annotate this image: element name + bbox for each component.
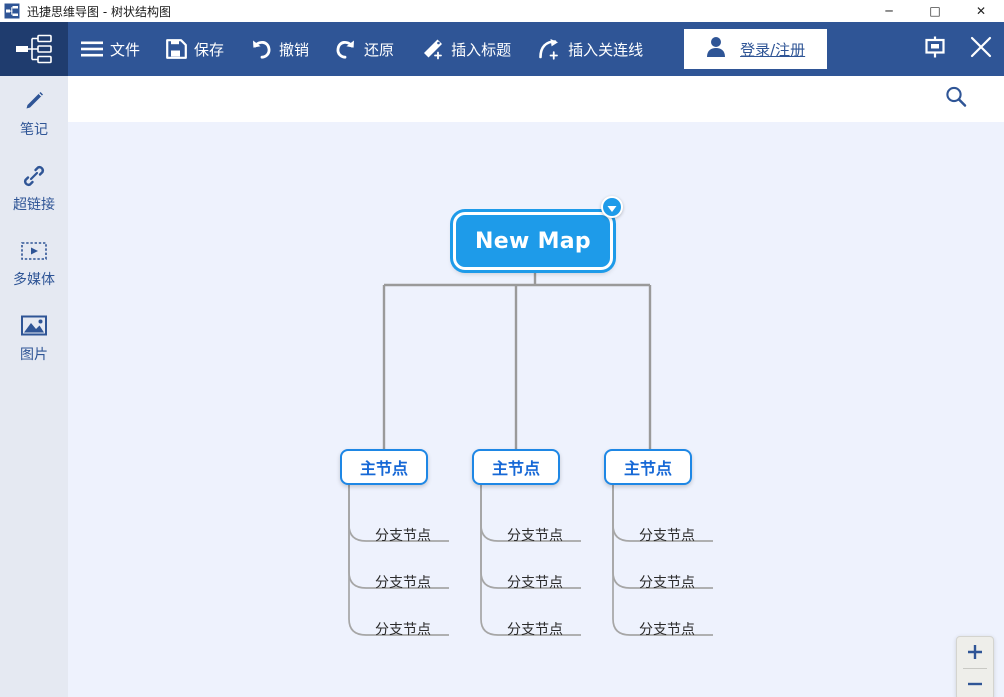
login-register-label: 登录/注册 xyxy=(740,40,806,59)
branch-node-1-2-label: 分支节点 xyxy=(375,575,431,591)
branch-node-1-3-label: 分支节点 xyxy=(375,622,431,638)
main-node-1-label: 主节点 xyxy=(359,459,408,478)
user-person-icon xyxy=(706,36,726,62)
minimize-button[interactable]: ─ xyxy=(885,4,893,18)
branch-node-3-1-label: 分支节点 xyxy=(639,528,695,544)
tag-plus-icon xyxy=(420,38,444,60)
insert-connector-label: 插入关连线 xyxy=(568,40,644,59)
floppy-save-icon xyxy=(166,39,187,59)
branch-node-2-3[interactable]: 分支节点 xyxy=(507,619,563,639)
branch-node-2-1[interactable]: 分支节点 xyxy=(507,525,563,545)
menu-file-label: 文件 xyxy=(110,40,141,59)
toolbar-right-actions xyxy=(912,22,1004,76)
branch-node-3-3[interactable]: 分支节点 xyxy=(639,619,695,639)
close-window-button[interactable]: ✕ xyxy=(975,4,987,18)
left-sidebar: 笔记 超链接 多媒体 xyxy=(0,76,68,697)
branch-node-2-3-label: 分支节点 xyxy=(507,622,563,638)
pen-note-icon xyxy=(22,89,46,113)
undo-label: 撤销 xyxy=(279,40,310,59)
undo-arrow-icon xyxy=(250,39,272,59)
branch-node-1-1[interactable]: 分支节点 xyxy=(375,525,431,545)
branch-node-2-2[interactable]: 分支节点 xyxy=(507,572,563,592)
picture-image-icon xyxy=(21,314,47,338)
insert-connector-button[interactable]: 插入关连线 xyxy=(524,22,656,76)
sub-toolbar xyxy=(68,76,1004,122)
hyperlink-chain-icon xyxy=(22,164,46,188)
close-app-button[interactable] xyxy=(958,22,1004,76)
title-bar: 迅捷思维导图 - 树状结构图 ─ □ ✕ xyxy=(0,0,1004,22)
redo-button[interactable]: 还原 xyxy=(322,22,407,76)
branch-node-2-1-label: 分支节点 xyxy=(507,528,563,544)
branch-node-3-2[interactable]: 分支节点 xyxy=(639,572,695,592)
connector-plus-icon xyxy=(537,38,561,60)
redo-label: 还原 xyxy=(364,40,395,59)
main-node-2[interactable]: 主节点 xyxy=(472,449,560,485)
search-magnifier-icon xyxy=(944,85,968,113)
login-register-button[interactable]: 登录/注册 xyxy=(684,29,828,69)
insert-title-button[interactable]: 插入标题 xyxy=(407,22,524,76)
save-label: 保存 xyxy=(194,40,225,59)
branch-node-1-3[interactable]: 分支节点 xyxy=(375,619,431,639)
main-node-1[interactable]: 主节点 xyxy=(340,449,428,485)
sidebar-item-hyperlink-label: 超链接 xyxy=(13,196,55,213)
sidebar-item-note[interactable]: 笔记 xyxy=(0,76,68,151)
zoom-out-button[interactable] xyxy=(957,669,993,697)
presentation-button[interactable] xyxy=(912,22,958,76)
root-collapse-toggle[interactable] xyxy=(601,196,623,218)
main-node-3[interactable]: 主节点 xyxy=(604,449,692,485)
sidebar-item-hyperlink[interactable]: 超链接 xyxy=(0,151,68,226)
branch-node-3-3-label: 分支节点 xyxy=(639,622,695,638)
presentation-icon xyxy=(923,35,947,63)
branch-node-3-1[interactable]: 分支节点 xyxy=(639,525,695,545)
branch-node-3-2-label: 分支节点 xyxy=(639,575,695,591)
window-controls: ─ □ ✕ xyxy=(866,0,1004,22)
undo-button[interactable]: 撤销 xyxy=(237,22,322,76)
branch-node-1-2[interactable]: 分支节点 xyxy=(375,572,431,592)
root-node[interactable]: New Map xyxy=(453,212,613,270)
maximize-button[interactable]: □ xyxy=(929,4,941,18)
branch-node-1-1-label: 分支节点 xyxy=(375,528,431,544)
insert-title-label: 插入标题 xyxy=(451,40,512,59)
close-x-icon xyxy=(970,36,992,62)
sidebar-item-media[interactable]: 多媒体 xyxy=(0,226,68,301)
zoom-in-button[interactable] xyxy=(957,637,993,668)
zoom-control xyxy=(956,636,994,697)
main-node-3-label: 主节点 xyxy=(623,459,672,478)
window-title: 迅捷思维导图 - 树状结构图 xyxy=(27,4,171,19)
minus-icon xyxy=(968,682,982,685)
menu-file-button[interactable]: 文件 xyxy=(68,22,153,76)
app-mindmap-icon xyxy=(4,3,20,19)
film-media-icon xyxy=(21,239,47,263)
sidebar-item-note-label: 笔记 xyxy=(20,121,48,138)
branch-node-2-2-label: 分支节点 xyxy=(507,575,563,591)
main-toolbar: 文件 保存 撤销 xyxy=(0,22,1004,76)
plus-icon xyxy=(968,645,982,660)
app-logo-icon xyxy=(0,22,68,76)
search-button[interactable] xyxy=(934,76,978,122)
sidebar-item-media-label: 多媒体 xyxy=(13,271,55,288)
sidebar-item-image-label: 图片 xyxy=(20,346,48,363)
connector-lines xyxy=(348,273,713,636)
zoom-separator xyxy=(963,667,987,669)
sidebar-item-image[interactable]: 图片 xyxy=(0,301,68,376)
redo-arrow-icon xyxy=(335,39,357,59)
main-node-2-label: 主节点 xyxy=(491,459,540,478)
root-node-label: New Map xyxy=(475,228,591,254)
mindmap-canvas[interactable]: New Map 主节点 主节点 主节点 分支节点 分支节点 分支节点 分支 xyxy=(68,122,1004,697)
hamburger-menu-icon xyxy=(81,40,103,58)
chevron-down-badge-icon xyxy=(607,198,617,217)
save-button[interactable]: 保存 xyxy=(153,22,237,76)
